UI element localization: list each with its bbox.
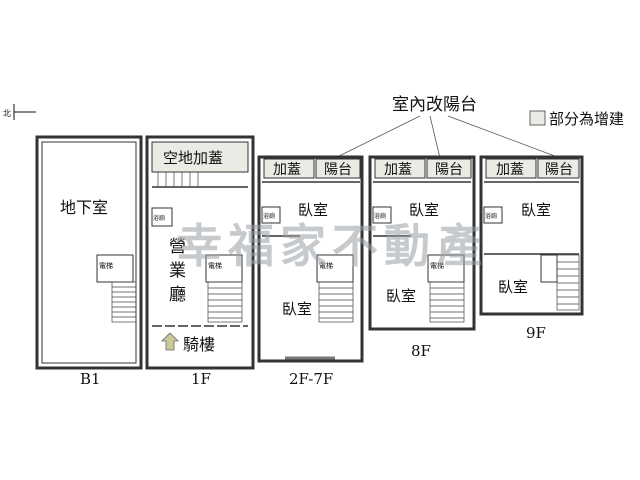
2f-bath-label: 浴廁 xyxy=(263,212,275,220)
1f-front-label: 騎樓 xyxy=(183,335,215,354)
1f-hall-2: 業 xyxy=(169,261,186,281)
2f-addon-area xyxy=(263,158,315,179)
1f-top-label: 空地加蓋 xyxy=(163,149,223,167)
9f-bedroom-1: 臥室 xyxy=(521,201,551,219)
legend-swatch xyxy=(529,110,546,126)
1f-hall-1: 營 xyxy=(169,237,186,257)
8f-addon-area xyxy=(374,158,426,179)
callout-label: 室內改陽台 xyxy=(392,95,477,115)
9f-stairs xyxy=(556,254,580,311)
floor-8f: 加蓋 陽台 浴廁 臥室 電梯 臥室 8F xyxy=(368,155,476,360)
2f-addon-label: 加蓋 xyxy=(273,162,301,178)
b1-room-label: 地下室 xyxy=(60,198,108,217)
2f-elevator xyxy=(316,254,354,283)
8f-stairs xyxy=(429,281,465,323)
2f-bedroom-1: 臥室 xyxy=(298,201,328,219)
8f-bedroom-1: 臥室 xyxy=(409,201,439,219)
8f-label: 8F xyxy=(411,342,431,360)
2f-balcony-label: 陽台 xyxy=(324,162,352,178)
2f-balcony-area xyxy=(315,158,361,179)
1f-addon-area xyxy=(151,141,249,173)
compass: 北 xyxy=(3,104,36,120)
floor-1f: 空地加蓋 浴廁 營 業 廳 電梯 騎樓 1F xyxy=(145,135,255,388)
2f-bedroom-2: 臥室 xyxy=(282,300,312,318)
8f-balcony-label: 陽台 xyxy=(435,162,463,178)
legend-label: 部分為增建 xyxy=(549,110,624,128)
b1-label: B1 xyxy=(80,370,101,388)
1f-bath-label: 浴廁 xyxy=(153,214,165,222)
b1-elevator-label: 電梯 xyxy=(99,261,113,270)
1f-label: 1F xyxy=(191,370,211,388)
1f-stairs xyxy=(207,281,243,323)
9f-balcony-area xyxy=(537,158,580,179)
8f-addon-label: 加蓋 xyxy=(384,162,412,178)
9f-addon-label: 加蓋 xyxy=(496,162,524,178)
9f-addon-area xyxy=(485,158,537,179)
callout-lines xyxy=(334,115,561,159)
9f-elevator xyxy=(540,254,558,283)
b1-elevator xyxy=(96,254,134,283)
b1-stairs xyxy=(111,281,137,323)
compass-label: 北 xyxy=(3,109,11,118)
8f-balcony-area xyxy=(426,158,472,179)
1f-hall-3: 廳 xyxy=(169,285,186,305)
watermark: 幸福家不動產 xyxy=(176,219,488,273)
1f-arrow-icon xyxy=(161,332,179,351)
1f-elevator-label: 電梯 xyxy=(208,261,222,270)
legend: 部分為增建 xyxy=(529,110,624,128)
1f-stairs-top xyxy=(157,172,199,187)
9f-bath-label: 浴廁 xyxy=(485,212,497,220)
9f-balcony-label: 陽台 xyxy=(545,162,573,178)
floor-9f: 加蓋 陽台 浴廁 臥室 臥室 9F xyxy=(479,155,584,342)
floor-b1: 地下室 電梯 B1 xyxy=(35,135,143,388)
floor-2f-7f: 加蓋 陽台 浴廁 臥室 電梯 臥室 2F-7F xyxy=(257,155,364,388)
8f-bedroom-2: 臥室 xyxy=(386,287,416,305)
8f-elevator-label: 電梯 xyxy=(430,261,444,270)
2f-stairs xyxy=(318,281,354,323)
9f-bedroom-2: 臥室 xyxy=(498,278,528,296)
9f-label: 9F xyxy=(526,324,546,342)
8f-bath-label: 浴廁 xyxy=(374,212,386,220)
2f-elevator-label: 電梯 xyxy=(319,261,333,270)
2f-label: 2F-7F xyxy=(289,370,333,388)
